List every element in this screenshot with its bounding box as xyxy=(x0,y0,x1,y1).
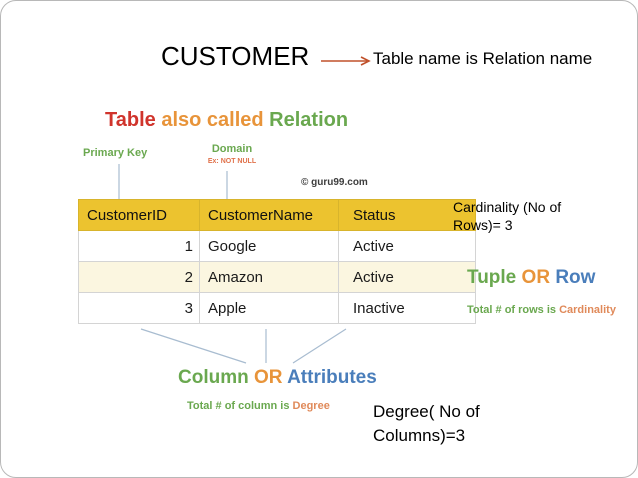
cell-status: Active xyxy=(338,261,476,293)
cell-customername: Apple xyxy=(199,292,339,324)
cell-customerid: 1 xyxy=(78,230,200,262)
callout-domain-subtext: Ex: NOT NULL xyxy=(207,158,257,165)
diagram-headline: Table also called Relation xyxy=(105,109,348,132)
headline-word-relation: Relation xyxy=(269,109,349,131)
cardinality-note: Cardinality (No of Rows)= 3 xyxy=(453,199,562,233)
cell-customername: Google xyxy=(199,230,339,262)
tuple-row: Row xyxy=(555,267,596,288)
table-row: 2 Amazon Active xyxy=(78,261,476,293)
table-row: 1 Google Active xyxy=(78,230,476,262)
headline-word-table: Table xyxy=(105,109,156,131)
customer-relation-table: CustomerID CustomerName Status 1 Google … xyxy=(78,199,476,324)
tuple-or: OR xyxy=(516,267,556,288)
cell-status: Inactive xyxy=(338,292,476,324)
degree-note: Degree( No of Columns)=3 xyxy=(373,402,480,445)
leader-col-1 xyxy=(140,328,247,364)
callout-domain: Domain xyxy=(211,143,253,155)
column-header-customerid: CustomerID xyxy=(78,199,200,231)
column-degree-subtext: Total # of column is Degree xyxy=(187,400,330,412)
guru99-watermark: © guru99.com xyxy=(301,177,368,188)
cell-customername: Amazon xyxy=(199,261,339,293)
cell-customerid: 3 xyxy=(78,292,200,324)
leader-col-3 xyxy=(292,328,347,364)
table-row: 3 Apple Inactive xyxy=(78,292,476,324)
column-header-customername: CustomerName xyxy=(199,199,339,231)
column-sub-text: Total # of column is xyxy=(187,400,293,412)
column-or-attributes-label: Column OR Attributes xyxy=(178,367,377,389)
arrow-right-icon xyxy=(321,56,371,66)
page-title: CUSTOMER xyxy=(161,41,310,71)
relation-name-note: Table name is Relation name xyxy=(373,49,593,68)
tuple-cardinality-subtext: Total # of rows is Cardinality xyxy=(467,304,616,316)
tuple-or-row-label: Tuple OR Row xyxy=(467,267,595,289)
column-header-status: Status xyxy=(338,199,476,231)
tuple-sub-text: Total # of rows is xyxy=(467,304,560,316)
cell-status: Active xyxy=(338,230,476,262)
table-header-row: CustomerID CustomerName Status xyxy=(78,199,476,231)
tuple-sub-highlight: Cardinality xyxy=(559,304,616,316)
column-or: OR xyxy=(248,367,288,388)
column-sub-highlight: Degree xyxy=(292,400,330,412)
column-attributes: Attributes xyxy=(287,367,377,388)
callout-primary-key: Primary Key xyxy=(83,147,148,159)
cell-customerid: 2 xyxy=(78,261,200,293)
column-word: Column xyxy=(178,367,249,388)
headline-word-alsocalled: also called xyxy=(155,109,270,131)
tuple-word: Tuple xyxy=(467,267,517,288)
